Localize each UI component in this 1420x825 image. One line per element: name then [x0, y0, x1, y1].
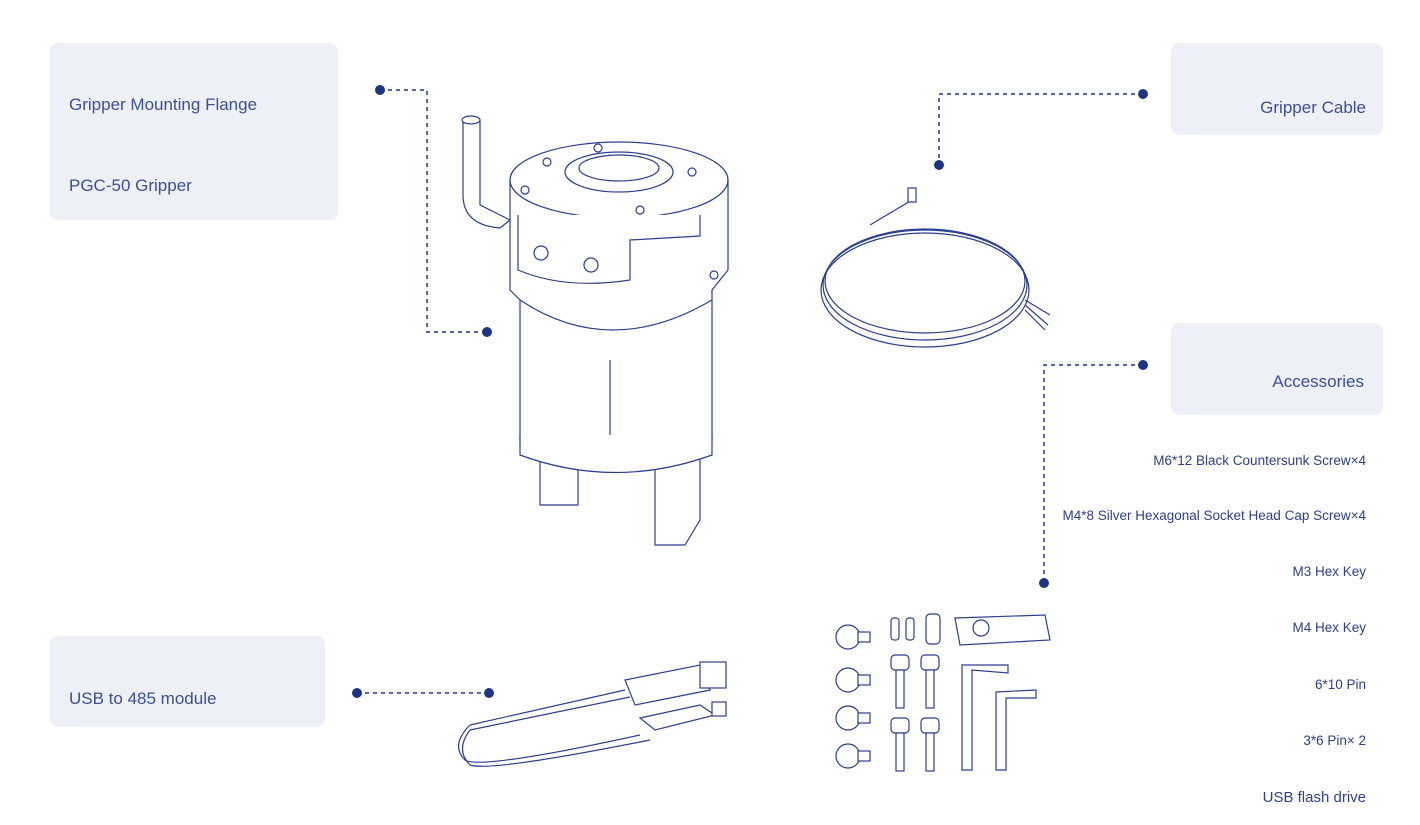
usb-flash-drive [954, 614, 1051, 646]
accessory-item: 6*10 Pin [1314, 677, 1366, 692]
usb-module-illustration [458, 661, 727, 767]
accessory-item: M4 Hex Key [1292, 620, 1366, 635]
connector-lines [357, 89, 1143, 694]
usb-module-label-box [50, 636, 325, 727]
accessory-item: USB flash drive [1262, 789, 1366, 806]
label-flange: Gripper Mounting Flange [69, 95, 258, 114]
socket-screws [890, 654, 940, 772]
label-accessories: Accessories [1272, 372, 1364, 391]
accessory-item: M6*12 Black Countersunk Screw×4 [1153, 453, 1366, 468]
accessory-item: 3*6 Pin× 2 [1303, 733, 1366, 748]
cable-illustration [820, 187, 1051, 348]
pins [890, 613, 941, 645]
label-usb-module: USB to 485 module [69, 689, 217, 708]
cable-label-box [1171, 43, 1383, 135]
accessories-label-box [1171, 323, 1383, 415]
accessory-item: M3 Hex Key [1292, 564, 1366, 579]
countersunk-screws [835, 624, 871, 769]
gripper-illustration [461, 115, 729, 546]
hex-keys [961, 664, 1037, 771]
label-gripper: PGC-50 Gripper [69, 176, 192, 195]
accessory-item: M4*8 Silver Hexagonal Socket Head Cap Sc… [1062, 508, 1366, 523]
label-cable: Gripper Cable [1260, 98, 1366, 117]
accessories-illustration [835, 613, 1051, 772]
gripper-label-box [50, 43, 338, 220]
connector-dots [352, 85, 1148, 698]
